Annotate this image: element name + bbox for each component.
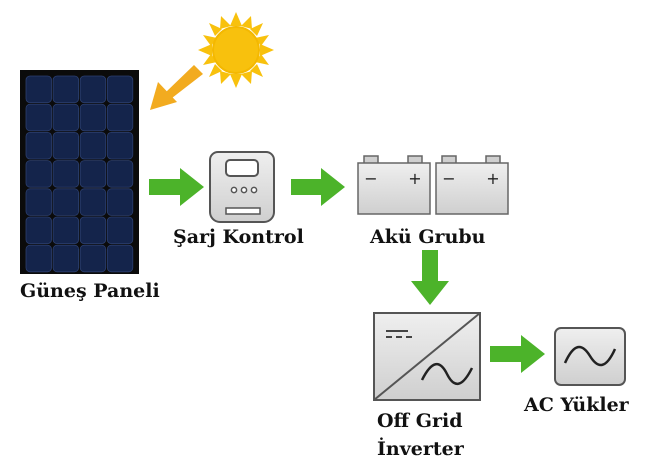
solar-cell <box>52 103 79 132</box>
solar-cell <box>106 244 134 273</box>
solar-cell <box>25 188 52 216</box>
solar-cell <box>25 75 52 104</box>
arrow-panel-to-controller <box>149 168 204 206</box>
solar-cell <box>25 216 52 245</box>
panel-label: Güneş Paneli <box>20 280 160 302</box>
arrow-controller-to-battery <box>291 168 345 206</box>
solar-cell <box>79 216 107 245</box>
inverter-label-line2: İnverter <box>377 438 464 460</box>
battery-icon: − + <box>357 155 431 215</box>
ac-load-icon <box>554 327 626 386</box>
battery-plus-label: + <box>486 169 499 188</box>
solar-cell <box>79 131 107 160</box>
solar-cell <box>106 160 134 188</box>
inverter-icon <box>373 312 481 401</box>
sun-icon <box>198 12 274 88</box>
solar-cell <box>52 188 79 216</box>
solar-cell <box>25 103 52 132</box>
solar-cell <box>52 75 79 104</box>
charge-controller-icon <box>209 151 275 223</box>
battery-minus-label: − <box>442 169 455 188</box>
controller-label: Şarj Kontrol <box>173 226 304 248</box>
solar-panel-icon <box>20 70 139 274</box>
solar-cell <box>79 160 107 188</box>
solar-cell <box>106 188 134 216</box>
solar-cell <box>79 244 107 273</box>
arrow-inverter-to-loads <box>490 335 545 373</box>
solar-cell <box>52 131 79 160</box>
solar-cell <box>79 75 107 104</box>
solar-cell <box>106 103 134 132</box>
solar-cell <box>25 160 52 188</box>
solar-cell <box>79 103 107 132</box>
arrow-battery-to-inverter <box>411 250 449 305</box>
battery-plus-label: + <box>408 169 421 188</box>
solar-cell <box>79 188 107 216</box>
solar-cell <box>52 216 79 245</box>
solar-cell <box>106 216 134 245</box>
loads-label: AC Yükler <box>524 394 629 416</box>
battery-label: Akü Grubu <box>370 226 486 248</box>
solar-cell <box>106 131 134 160</box>
solar-cell <box>25 131 52 160</box>
solar-cell <box>106 75 134 104</box>
battery-icon: − + <box>435 155 509 215</box>
solar-cell <box>52 244 79 273</box>
sun-ray-arrow <box>150 65 203 110</box>
inverter-label-line1: Off Grid <box>377 410 463 432</box>
battery-minus-label: − <box>364 169 377 188</box>
solar-cell <box>52 160 79 188</box>
solar-cell <box>25 244 52 273</box>
